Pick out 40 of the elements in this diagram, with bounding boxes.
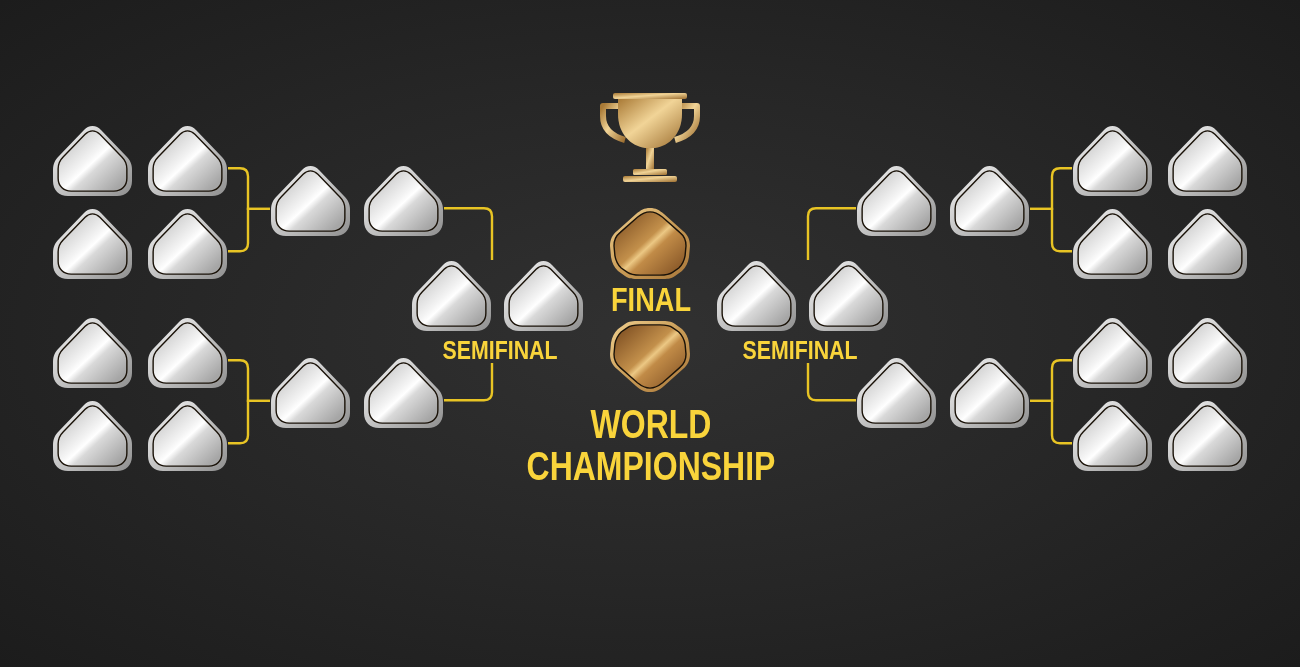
- bracket-line: [228, 207, 270, 253]
- shield: [1072, 208, 1153, 280]
- bracket-line: [444, 207, 494, 260]
- shield: [363, 357, 444, 429]
- bracket-line: [444, 363, 494, 402]
- round-label: FINAL: [610, 282, 692, 316]
- bracket-line: [228, 399, 270, 445]
- shield: [52, 208, 133, 280]
- shield: [1167, 317, 1248, 389]
- shield: [949, 357, 1030, 429]
- shield: [52, 317, 133, 389]
- round-label: SEMIFINAL: [742, 337, 858, 363]
- round-label: SEMIFINAL: [442, 337, 558, 363]
- shield: [609, 207, 691, 280]
- bracket-line: [806, 363, 856, 402]
- shield: [1167, 208, 1248, 280]
- shield: [147, 400, 228, 472]
- shield: [1072, 317, 1153, 389]
- shield: [52, 400, 133, 472]
- shield: [856, 165, 937, 237]
- shield: [270, 357, 351, 429]
- title: WORLD CHAMPIONSHIP: [526, 403, 776, 487]
- shield: [1072, 400, 1153, 472]
- bracket-line: [806, 207, 856, 260]
- shield: [609, 320, 691, 393]
- shield: [52, 125, 133, 197]
- shield: [270, 165, 351, 237]
- shield: [716, 260, 797, 332]
- shield: [1167, 125, 1248, 197]
- shield: [147, 125, 228, 197]
- shield: [503, 260, 584, 332]
- shield: [411, 260, 492, 332]
- shield: [808, 260, 889, 332]
- shield: [1072, 125, 1153, 197]
- shield: [147, 317, 228, 389]
- shield: [856, 357, 937, 429]
- shield: [949, 165, 1030, 237]
- shield: [363, 165, 444, 237]
- shield: [147, 208, 228, 280]
- shield: [1167, 400, 1248, 472]
